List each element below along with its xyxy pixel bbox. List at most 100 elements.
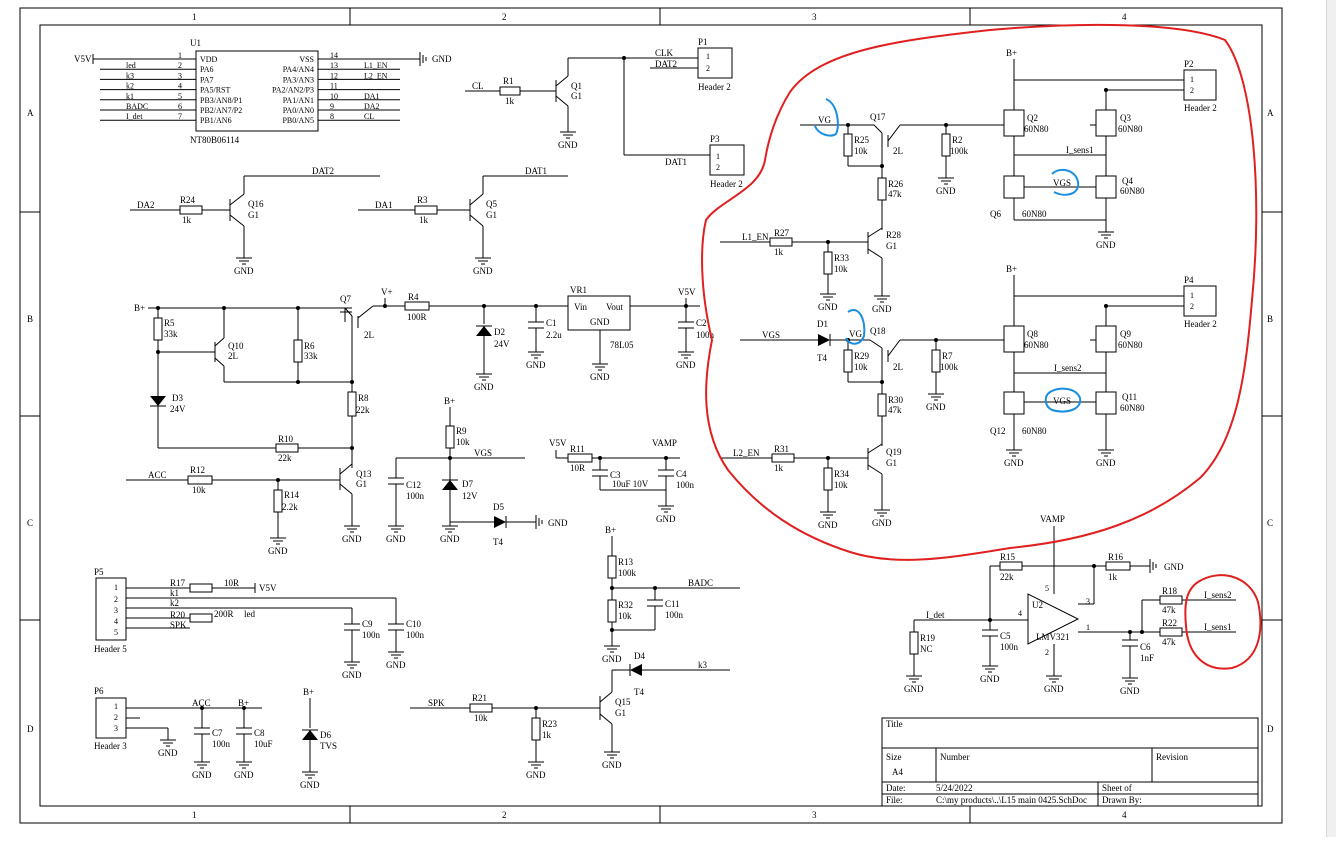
file-value: C:\my products\..\L15 main 0425.SchDoc bbox=[936, 795, 1087, 805]
q16-circuit: DA2 R24 1k Q16 G1 DAT2 bbox=[130, 166, 380, 258]
zone-col-2-top: 2 bbox=[502, 12, 507, 22]
u1-right-pin-name: PA2/AN2/P3 bbox=[272, 86, 314, 95]
u1-left-pin-num: 6 bbox=[178, 102, 182, 111]
zone-row-c-left: C bbox=[27, 518, 33, 528]
gnd-label: GND bbox=[440, 534, 460, 544]
r27-value: 1k bbox=[774, 247, 784, 257]
opamp-section: VAMP U2 LMV321 5 2 4 3 1 I_det R19 NC C5… bbox=[909, 514, 1236, 678]
q6-ref: Q6 bbox=[990, 209, 1001, 219]
vr1-ref: VR1 bbox=[570, 285, 587, 295]
gnd-label: GND bbox=[904, 684, 924, 694]
r4-value: 100R bbox=[407, 312, 427, 322]
gnd-label: GND bbox=[602, 654, 622, 664]
vr1-gnd: GND bbox=[590, 317, 610, 327]
r20-value: 200R bbox=[214, 609, 234, 619]
p1-pin1: 1 bbox=[706, 52, 710, 61]
d6-value: TVS bbox=[320, 741, 337, 751]
p1-header: P1 1 2 Header 2 bbox=[697, 37, 733, 92]
r31-ref: R31 bbox=[774, 444, 789, 454]
r29-ref: R29 bbox=[854, 351, 870, 361]
r21-value: 10k bbox=[474, 713, 488, 723]
q19-ref: Q19 bbox=[886, 447, 902, 457]
u1-left-pin-num: 5 bbox=[178, 92, 182, 101]
r13-value: 100k bbox=[618, 568, 637, 578]
u1-left-pin-name: PA5/RST bbox=[200, 86, 231, 95]
vr1-value: 78L05 bbox=[610, 340, 634, 350]
c4-ref: C4 bbox=[676, 469, 687, 479]
q12-value: 60N80 bbox=[1022, 426, 1047, 436]
acc-net-label-p6: ACC bbox=[192, 698, 211, 708]
r26-ref: R26 bbox=[888, 179, 904, 189]
c3-value: 10uF 10V bbox=[612, 479, 649, 489]
r20-ref: R20 bbox=[170, 610, 186, 620]
vertical-scrollbar[interactable] bbox=[1326, 0, 1336, 837]
zone-col-2-bottom: 2 bbox=[502, 810, 507, 820]
q2-ref: Q2 bbox=[1027, 113, 1038, 123]
u1-right-pin-num: 12 bbox=[330, 71, 338, 80]
blue-annotation-vg-upper bbox=[814, 98, 839, 137]
u1-right-pin-name: VSS bbox=[299, 55, 314, 64]
q12-ref: Q12 bbox=[990, 426, 1006, 436]
d2-ref: D2 bbox=[494, 327, 505, 337]
q6-value: 60N80 bbox=[1022, 209, 1047, 219]
u1-left-pin-num: 1 bbox=[178, 51, 182, 60]
size-label: Size bbox=[886, 752, 902, 762]
u1-right-pin-net: L1_EN bbox=[364, 61, 388, 70]
u2-pin4: 4 bbox=[1018, 609, 1022, 618]
r23-value: 1k bbox=[542, 730, 552, 740]
c3-ref: C3 bbox=[610, 470, 621, 480]
vgs-circuit: B+ R9 10k VGS C12 100n D7 12V D5 T4 GND bbox=[388, 396, 568, 547]
u1-left-pin-name: VDD bbox=[200, 55, 218, 64]
r13-ref: R13 bbox=[618, 557, 634, 567]
clk-net-label: CLK bbox=[655, 48, 674, 58]
r17-ref: R17 bbox=[170, 578, 186, 588]
bplus-label-p2: B+ bbox=[1006, 48, 1017, 58]
sheet-label: Sheet of bbox=[1102, 783, 1132, 793]
c5-ref: C5 bbox=[1000, 631, 1011, 641]
vr1-vout: Vout bbox=[606, 302, 623, 312]
bplus-label-d6: B+ bbox=[303, 687, 314, 697]
gnd-label: GND bbox=[602, 760, 622, 770]
v5v-label-u1: V5V bbox=[74, 54, 92, 64]
r5-value: 33k bbox=[164, 329, 178, 339]
u1-right-pin-net: L2_EN bbox=[364, 71, 388, 80]
vamp-label-u2: VAMP bbox=[1040, 514, 1065, 524]
k1-net-label: k1 bbox=[170, 588, 179, 598]
p1-pin2: 2 bbox=[706, 64, 710, 73]
r1-value: 1k bbox=[505, 96, 515, 106]
r24-ref: R24 bbox=[180, 195, 196, 205]
d1-value: T4 bbox=[817, 353, 827, 363]
blue-annotation-vgs-upper bbox=[1051, 168, 1080, 196]
p5-header: P5 1 2 3 4 5 Header 5 R17 10R V5V k1 k2 … bbox=[94, 567, 425, 662]
vplus-label: V+ bbox=[381, 287, 393, 297]
c12-ref: C12 bbox=[406, 480, 421, 490]
r6-value: 33k bbox=[304, 351, 318, 361]
p2-pin1: 1 bbox=[1190, 75, 1194, 84]
gnd-label: GND bbox=[872, 518, 892, 528]
r12-ref: R12 bbox=[190, 465, 205, 475]
r25-ref: R25 bbox=[854, 135, 870, 145]
r18-ref: R18 bbox=[1162, 586, 1178, 596]
p6-pin2: 2 bbox=[114, 713, 118, 722]
bplus-label-p6: B+ bbox=[238, 698, 249, 708]
q5-value: G1 bbox=[486, 210, 497, 220]
r23-ref: R23 bbox=[542, 719, 558, 729]
q11-value: 60N80 bbox=[1120, 403, 1145, 413]
q4-value: 60N80 bbox=[1120, 186, 1145, 196]
u1-left-pin-name: PB3/AN8/P1 bbox=[200, 96, 242, 105]
i-sens1-label-op: I_sens1 bbox=[1204, 622, 1232, 632]
u1-part: NT80B06114 bbox=[190, 135, 240, 145]
r31-value: 1k bbox=[774, 463, 784, 473]
p2-ref: P2 bbox=[1184, 59, 1194, 69]
c7-value: 100n bbox=[212, 739, 231, 749]
r6-ref: R6 bbox=[304, 341, 315, 351]
spk-net-label: SPK bbox=[428, 698, 445, 708]
da2-net-label: DA2 bbox=[137, 200, 155, 210]
r34-value: 10k bbox=[834, 480, 848, 490]
q8-value: 60N80 bbox=[1024, 340, 1049, 350]
bplus-label-r13: B+ bbox=[605, 525, 616, 535]
gnd-label: GND bbox=[818, 520, 838, 530]
r7-value: 100k bbox=[940, 362, 959, 372]
